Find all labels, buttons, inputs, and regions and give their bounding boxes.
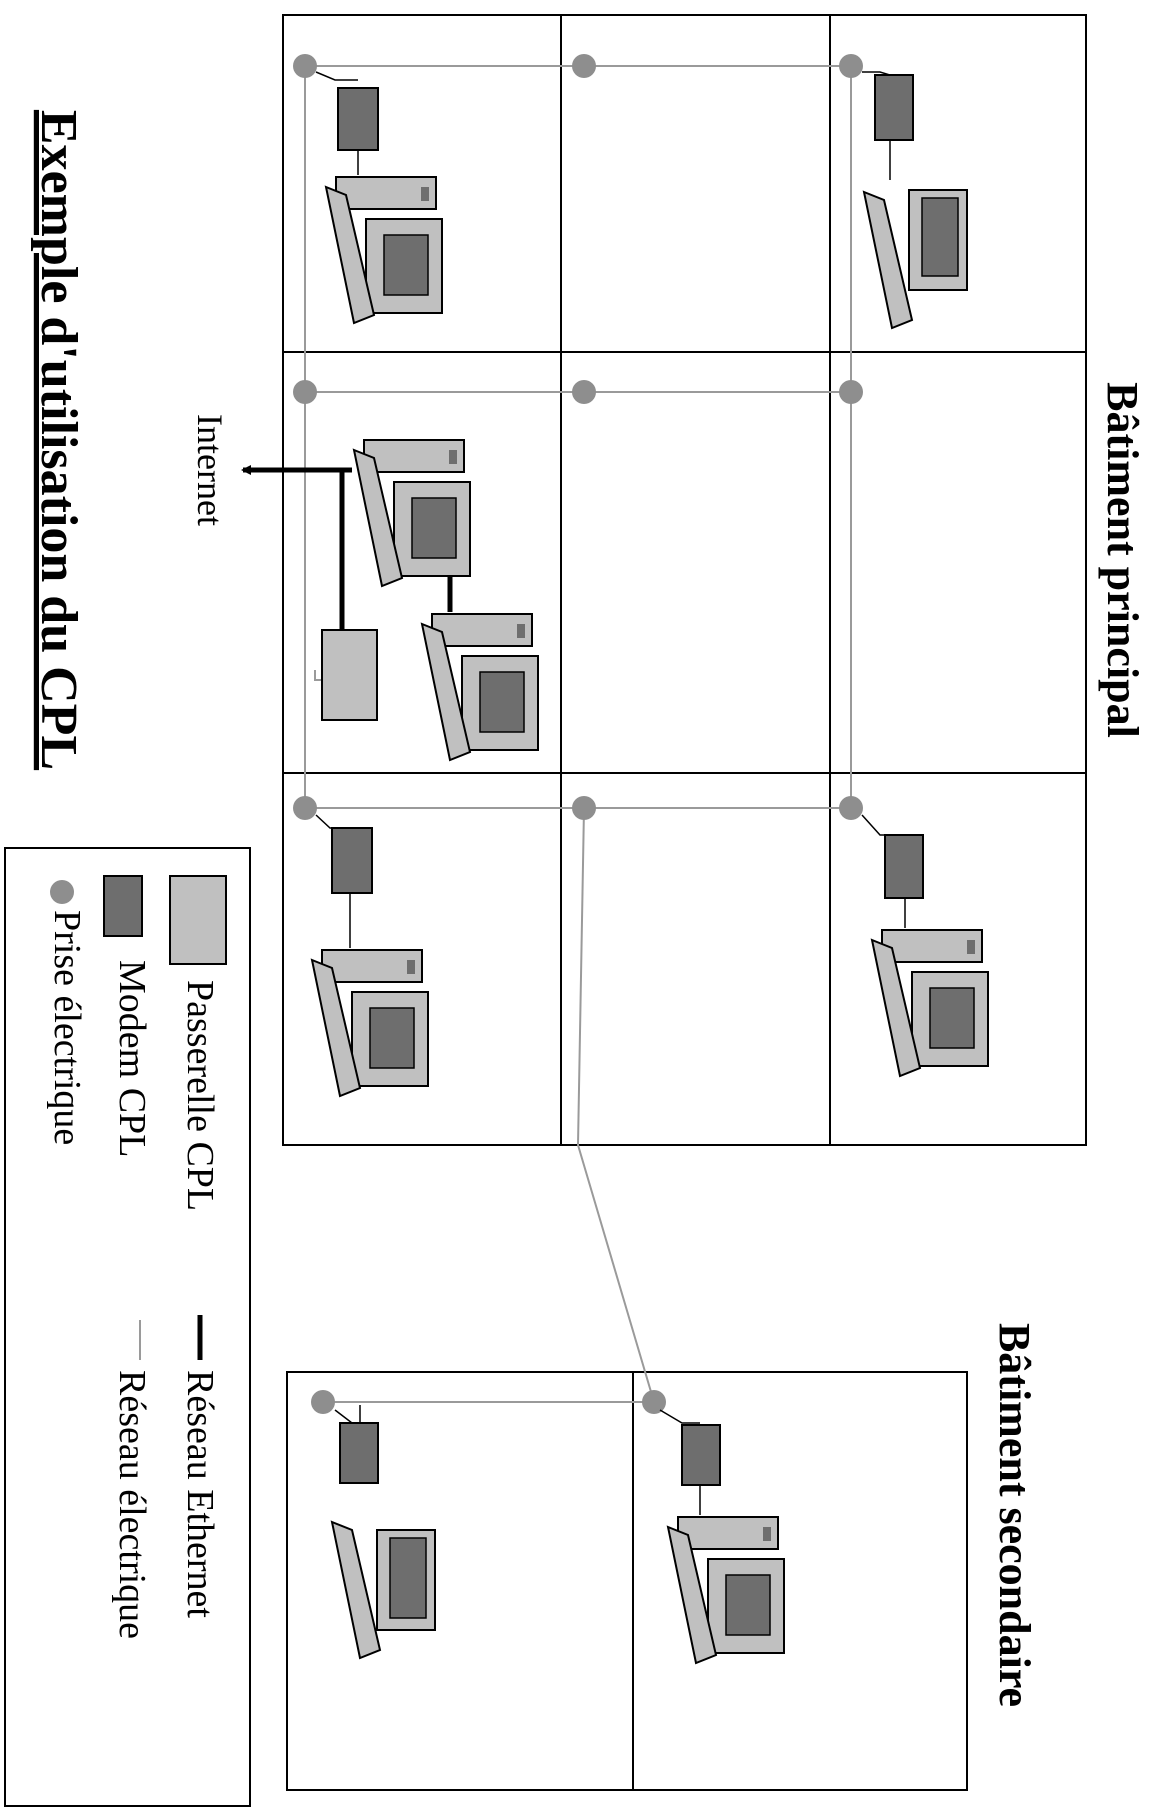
computer-icon	[862, 189, 968, 330]
computer-icon	[420, 613, 539, 762]
legend-electrical-label: Réseau électrique	[111, 1370, 153, 1639]
modem-cpl-icon	[681, 1424, 721, 1486]
diagram-title: Exemple d'utilisation du CPL	[30, 110, 87, 770]
computer-icon	[324, 176, 443, 325]
outlet	[642, 1390, 666, 1414]
modem-cpl-icon	[337, 87, 379, 151]
modem-cpl-icon	[884, 834, 924, 899]
electrical-outlets	[293, 54, 863, 1414]
secondary-building-label: Bâtiment secondaire	[990, 1323, 1039, 1707]
internet-label: Internet	[190, 414, 230, 526]
secondary-building	[286, 1371, 968, 1791]
outlet	[572, 54, 596, 78]
outlet	[839, 380, 863, 404]
outlet	[839, 54, 863, 78]
legend-gateway-label: Passerelle CPL	[179, 980, 221, 1211]
legend-outlet-label: Prise électrique	[46, 910, 88, 1145]
outlet	[572, 380, 596, 404]
computer-icon	[310, 949, 429, 1098]
legend: Passerelle CPL Modem CPL Prise électriqu…	[4, 847, 251, 1807]
passerelle-cpl-icon	[321, 629, 378, 721]
computer-icon	[666, 1516, 785, 1665]
modem-cpl-icon	[339, 1422, 379, 1484]
computer-icon	[870, 929, 989, 1078]
outlet	[572, 796, 596, 820]
main-building-label: Bâtiment principal	[1098, 382, 1147, 738]
outlet	[293, 54, 317, 78]
legend-ethernet-label: Réseau Ethernet	[179, 1370, 221, 1618]
legend-outlet-swatch	[50, 880, 74, 904]
computer-icon	[330, 1520, 436, 1660]
modem-cpl-icon	[874, 74, 914, 141]
legend-gateway-swatch	[169, 875, 227, 965]
main-building	[282, 14, 1087, 1146]
legend-modem-swatch	[103, 875, 143, 937]
outlet	[293, 380, 317, 404]
outlet	[293, 796, 317, 820]
outlet	[839, 796, 863, 820]
modem-cpl-icon	[331, 827, 373, 894]
outlet	[311, 1390, 335, 1414]
legend-modem-label: Modem CPL	[111, 960, 153, 1157]
cpl-modems	[331, 74, 924, 1486]
computer-icon	[352, 439, 471, 588]
